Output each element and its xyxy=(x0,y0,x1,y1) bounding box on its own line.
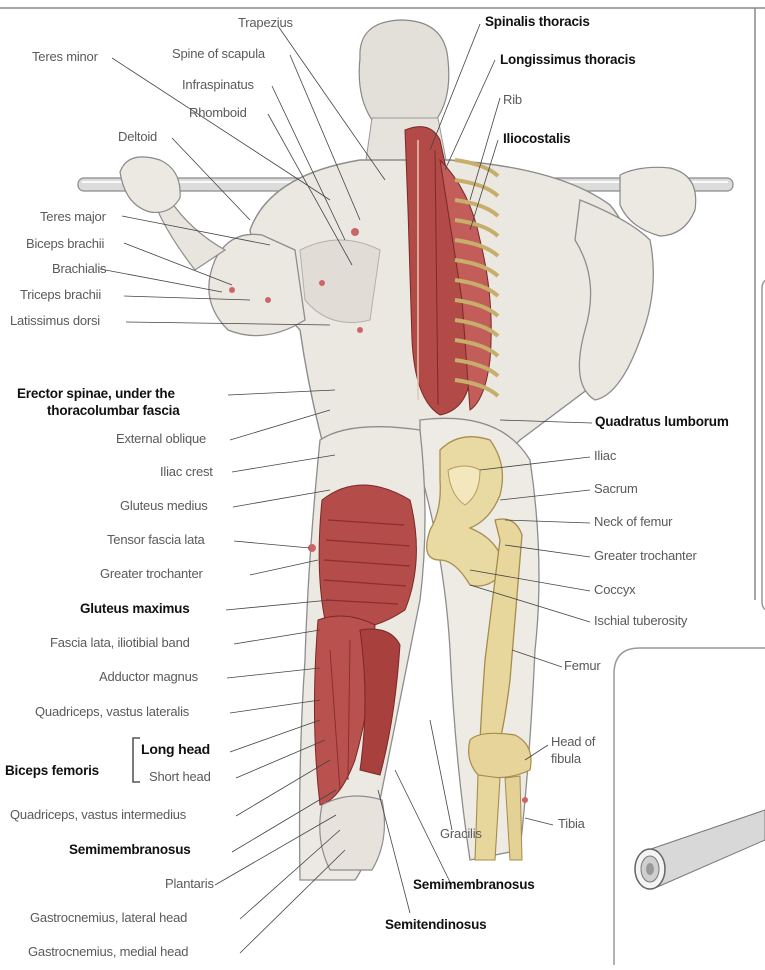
label-semimembranosus-left: Semimembranosus xyxy=(69,842,191,857)
leader-line xyxy=(445,60,495,170)
label-iliocostalis: Iliocostalis xyxy=(503,131,570,146)
leader-line xyxy=(378,790,410,913)
label-gracilis: Gracilis xyxy=(440,826,482,841)
label-adductor-magnus: Adductor magnus xyxy=(99,669,198,684)
label-quadriceps-vastus-intermedius: Quadriceps, vastus intermedius xyxy=(10,807,186,822)
leader-line xyxy=(525,818,553,825)
leader-line xyxy=(250,560,318,575)
label-brachialis: Brachialis xyxy=(52,261,106,276)
leader-line xyxy=(430,720,452,830)
label-gastrocnemius-medial-head: Gastrocnemius, medial head xyxy=(28,944,188,959)
label-semimembranosus-bottom: Semimembranosus xyxy=(413,877,535,892)
label-ischial-tuberosity: Ischial tuberosity xyxy=(594,613,687,628)
label-longissimus-thoracis: Longissimus thoracis xyxy=(500,52,636,67)
label-spinalis-thoracis: Spinalis thoracis xyxy=(485,14,590,29)
label-gastrocnemius-lateral-head: Gastrocnemius, lateral head xyxy=(30,910,187,925)
leader-line xyxy=(100,269,222,292)
label-latissimus-dorsi: Latissimus dorsi xyxy=(10,313,100,328)
biceps-femoris-bracket xyxy=(133,738,140,782)
label-external-oblique: External oblique xyxy=(116,431,206,446)
label-gluteus-maximus: Gluteus maximus xyxy=(80,601,190,616)
label-fascia-lata-iliotibial-band: Fascia lata, iliotibial band xyxy=(50,635,190,650)
label-quadriceps-vastus-lateralis: Quadriceps, vastus lateralis xyxy=(35,704,189,719)
leader-line xyxy=(240,850,345,953)
label-teres-minor: Teres minor xyxy=(32,49,98,64)
label-biceps-femoris: Biceps femoris xyxy=(5,763,99,778)
label-teres-major: Teres major xyxy=(40,209,106,224)
label-tensor-fascia-lata: Tensor fascia lata xyxy=(107,532,205,547)
label-head-of-fibula-line1: Head of xyxy=(551,734,595,749)
label-quadratus-lumborum: Quadratus lumborum xyxy=(595,414,729,429)
gluteus-maximus-muscle xyxy=(319,485,416,628)
label-femur: Femur xyxy=(564,658,601,673)
label-sacrum: Sacrum xyxy=(594,481,638,496)
leader-line xyxy=(234,541,310,548)
label-tibia: Tibia xyxy=(558,816,585,831)
label-erector-spinae-line1: Erector spinae, under the xyxy=(17,386,175,401)
label-iliac-crest: Iliac crest xyxy=(160,464,213,479)
label-trapezius: Trapezius xyxy=(238,15,293,30)
label-iliac: Iliac xyxy=(594,448,616,463)
label-deltoid: Deltoid xyxy=(118,129,157,144)
label-infraspinatus: Infraspinatus xyxy=(182,77,254,92)
label-head-of-fibula-line2: fibula xyxy=(551,751,581,766)
label-short-head: Short head xyxy=(149,769,211,784)
label-coccyx: Coccyx xyxy=(594,582,635,597)
label-rib: Rib xyxy=(503,92,522,107)
label-triceps-brachii: Triceps brachii xyxy=(20,287,101,302)
label-semitendinosus: Semitendinosus xyxy=(385,917,486,932)
label-plantaris: Plantaris xyxy=(165,876,214,891)
label-biceps-brachii: Biceps brachii xyxy=(26,236,104,251)
label-gluteus-medius: Gluteus medius xyxy=(120,498,208,513)
label-spine-of-scapula: Spine of scapula xyxy=(172,46,265,61)
label-greater-trochanter-left: Greater trochanter xyxy=(100,566,203,581)
label-erector-spinae-line2: thoracolumbar fascia xyxy=(47,403,180,418)
label-long-head: Long head xyxy=(141,741,210,757)
label-greater-trochanter-right: Greater trochanter xyxy=(594,548,697,563)
inset-panel-lower xyxy=(614,648,765,965)
label-neck-of-femur: Neck of femur xyxy=(594,514,672,529)
leader-line xyxy=(230,410,330,440)
lower-leg-left xyxy=(320,796,385,870)
label-rhomboid: Rhomboid xyxy=(189,105,247,120)
